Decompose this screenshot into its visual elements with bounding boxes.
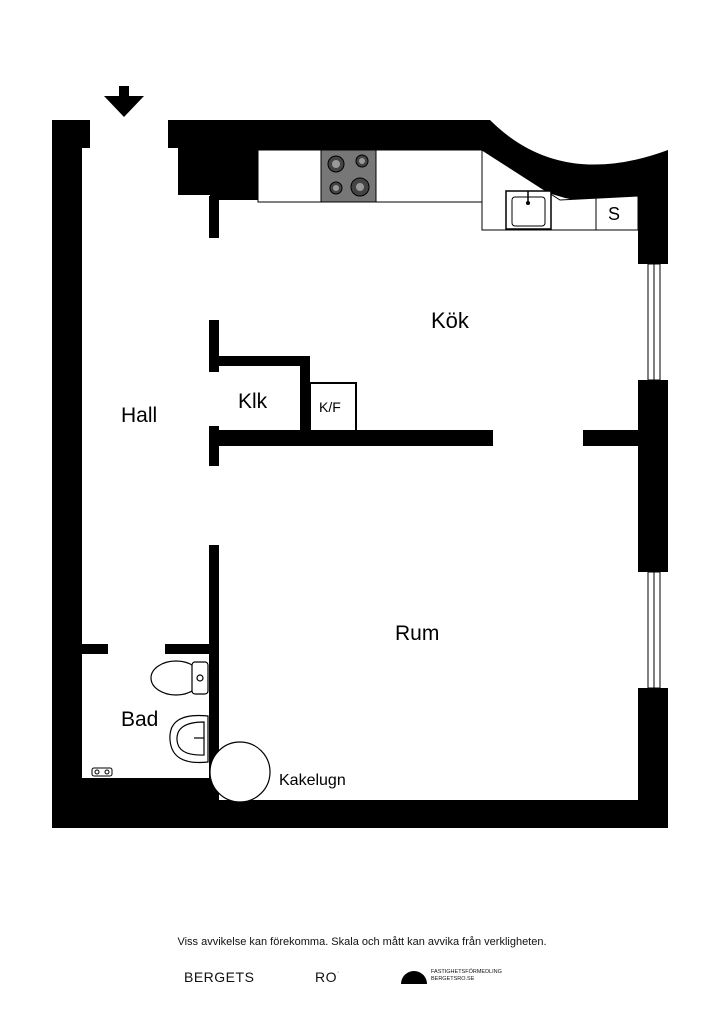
label-bathroom: Bad bbox=[121, 708, 158, 731]
agency-line-1: FASTIGHETSFÖRMEDLING bbox=[431, 969, 502, 975]
brand-right-text: RO bbox=[315, 969, 337, 985]
label-closet: Klk bbox=[238, 390, 268, 413]
agency-line-2: BERGETSRO.SE bbox=[431, 976, 475, 982]
wall-hall-top-stub bbox=[209, 196, 219, 238]
entrance-arrow-icon bbox=[104, 86, 144, 117]
label-fridge-freezer: K/F bbox=[319, 399, 341, 415]
label-tiled-stove: Kakelugn bbox=[279, 772, 346, 789]
label-room: Rum bbox=[395, 622, 439, 645]
wall-bath-top-right bbox=[165, 644, 219, 654]
shower-icon bbox=[91, 767, 113, 777]
brand-right: RO· bbox=[315, 969, 340, 985]
wall-closet-right bbox=[300, 356, 310, 436]
wall-right-middle bbox=[638, 380, 668, 572]
outer-walls bbox=[52, 120, 668, 828]
label-hall: Hall bbox=[121, 404, 157, 427]
wall-hall-room bbox=[209, 545, 219, 655]
disclaimer-text: Viss avvikelse kan förekomma. Skala och … bbox=[177, 936, 547, 948]
label-kitchen: Kök bbox=[431, 308, 470, 333]
window-upper bbox=[647, 263, 661, 381]
wall-kitchen-room-left bbox=[209, 430, 493, 446]
wall-bath-right bbox=[209, 654, 219, 800]
wall-bottom bbox=[52, 800, 668, 828]
agency-text: FASTIGHETSFÖRMEDLING BERGETSRO.SE bbox=[431, 969, 502, 983]
washbasin-icon bbox=[169, 714, 209, 764]
wall-top-left bbox=[52, 120, 90, 148]
brand-left: BERGETS bbox=[184, 969, 255, 985]
interior-walls bbox=[82, 196, 639, 800]
sink-icon bbox=[505, 190, 552, 230]
tiled-stove bbox=[209, 741, 271, 803]
agency-logo-icon bbox=[401, 971, 427, 984]
wall-right-upper bbox=[638, 200, 668, 264]
label-storage: S bbox=[608, 204, 620, 224]
wall-bath-bottom bbox=[82, 778, 219, 800]
wall-right-lower bbox=[638, 688, 668, 828]
wall-top-curved bbox=[168, 120, 668, 203]
wall-closet-top bbox=[209, 356, 309, 366]
stove-icon bbox=[320, 149, 377, 203]
window-lower bbox=[647, 571, 661, 689]
wall-left bbox=[52, 120, 82, 828]
fridge-freezer bbox=[309, 382, 357, 432]
toilet-icon bbox=[150, 660, 209, 696]
wall-bath-top-left bbox=[82, 644, 108, 654]
brand-mark: · bbox=[337, 969, 340, 976]
wall-kitchen-room-right bbox=[583, 430, 639, 446]
wall-hall-closet-left bbox=[209, 320, 219, 372]
